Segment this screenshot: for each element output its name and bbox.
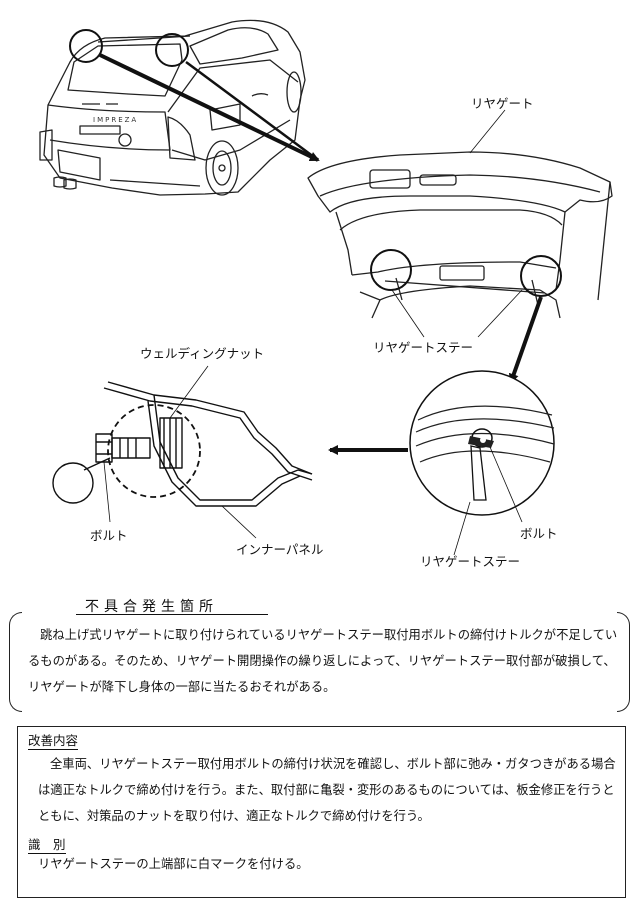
liftgate-highlight-circle-left	[370, 249, 412, 291]
section-dashed-circle	[107, 404, 201, 498]
defect-bracket-right	[617, 612, 630, 712]
recall-illustration: IMPREZA	[39, 19, 613, 556]
label-bolt-left: ボルト	[90, 528, 128, 543]
identification-heading: 識 別	[28, 837, 66, 854]
remedy-box: 改善内容 全車両、リヤゲートステー取付用ボルトの締付け状況を確認し、ボルト部に弛…	[17, 726, 626, 898]
leader-bolt-right	[489, 446, 523, 523]
defect-title-underline	[76, 614, 268, 615]
defect-description-text: 跳ね上げ式リヤゲートに取り付けられているリヤゲートステー取付用ボルトの締付けトル…	[28, 628, 618, 694]
identification-text: リヤゲートステーの上端部に白マークを付ける。	[38, 857, 309, 871]
liftgate-highlight-circle-right	[520, 255, 562, 297]
remedy-heading: 改善内容	[28, 733, 79, 750]
leader-welding-nut	[169, 365, 209, 419]
arrow-line-left	[99, 53, 320, 162]
leader-stay-left	[391, 289, 425, 338]
leader-stay-bottom	[453, 501, 471, 556]
arrow-line-right	[185, 60, 319, 162]
label-liftgate-stay-top: リヤゲートステー	[373, 340, 474, 355]
car-rear-view	[39, 19, 306, 196]
label-inner-panel: インナーパネル	[236, 542, 324, 557]
remedy-description-text: 全車両、リヤゲートステー取付用ボルトの締付け状況を確認し、ボルト部に弛み・ガタつ…	[38, 757, 616, 823]
bolt-detail-view	[409, 370, 555, 516]
arrow-liftgate-to-detail	[508, 296, 543, 384]
remedy-description: 全車両、リヤゲートステー取付用ボルトの締付け状況を確認し、ボルト部に弛み・ガタつ…	[38, 751, 618, 829]
car-highlight-circle-left	[69, 29, 103, 63]
label-welding-nut: ウェルディングナット	[140, 346, 265, 361]
leader-liftgate	[469, 109, 506, 154]
leader-stay-right	[477, 289, 523, 338]
leader-inner-panel	[221, 505, 257, 539]
leader-bolt-left	[103, 461, 111, 523]
liftgate-drawing	[307, 151, 613, 319]
defect-title: 不具合発生箇所	[85, 599, 218, 615]
label-liftgate-stay-bottom: リヤゲートステー	[420, 554, 521, 569]
car-highlight-circle-right	[155, 33, 189, 67]
defect-bracket-left	[9, 612, 22, 712]
defect-description: 跳ね上げ式リヤゲートに取り付けられているリヤゲートステー取付用ボルトの締付けトル…	[28, 622, 618, 700]
label-bolt-right: ボルト	[520, 526, 558, 541]
label-liftgate: リヤゲート	[471, 96, 534, 111]
car-badge: IMPREZA	[93, 116, 138, 124]
